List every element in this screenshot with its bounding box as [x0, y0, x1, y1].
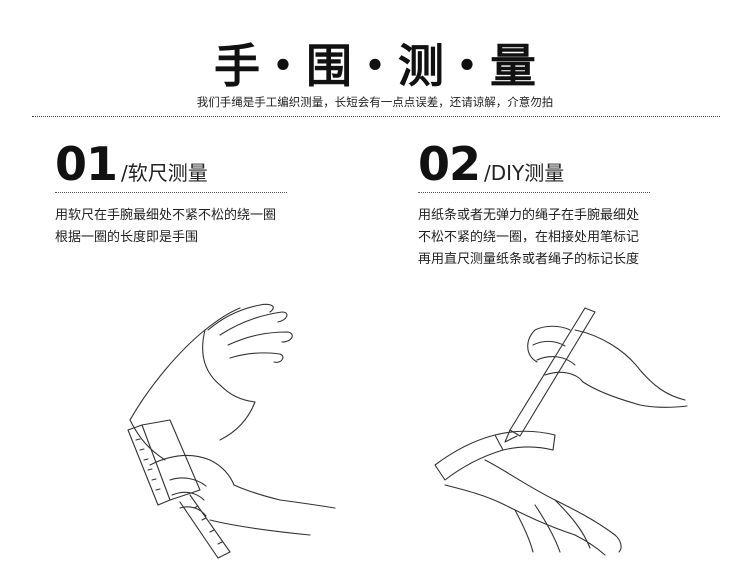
- section-divider: [55, 192, 287, 193]
- section-divider: [418, 192, 650, 193]
- description-line: 用纸条或者无弹力的绳子在手腕最细处: [418, 208, 640, 223]
- description-line: 不松不紧的绕一圈，在相接处用笔标记: [418, 230, 640, 245]
- section-heading: 02 /DIY测量: [418, 140, 708, 188]
- description-line: 用软尺在手腕最细处不紧不松的绕一圈: [55, 208, 277, 223]
- section-soft-tape: 01 /软尺测量 用软尺在手腕最细处不紧不松的绕一圈 根据一圈的长度即是手围: [55, 140, 345, 249]
- section-label: /DIY测量: [484, 161, 565, 185]
- description-line: 根据一圈的长度即是手围: [55, 230, 199, 245]
- section-label: /软尺测量: [121, 161, 208, 185]
- page-subtitle: 我们手绳是手工编织测量，长短会有一点点误差，还请谅解，介意勿拍: [196, 95, 554, 109]
- description-line: 再用直尺测量纸条或者绳子的标记长度: [418, 252, 640, 267]
- hand-pen-paper-strip-illustration: [425, 290, 695, 565]
- section-number: 02: [418, 137, 481, 191]
- section-diy: 02 /DIY测量 用纸条或者无弹力的绳子在手腕最细处 不松不紧的绕一圈，在相接…: [418, 140, 708, 271]
- section-heading: 01 /软尺测量: [55, 140, 345, 188]
- page-title: 手・围・测・量: [214, 39, 536, 93]
- section-number: 01: [55, 137, 118, 191]
- hand-measuring-tape-illustration: [110, 290, 340, 565]
- section-description: 用纸条或者无弹力的绳子在手腕最细处 不松不紧的绕一圈，在相接处用笔标记 再用直尺…: [418, 205, 708, 271]
- top-divider: [32, 116, 720, 117]
- section-description: 用软尺在手腕最细处不紧不松的绕一圈 根据一圈的长度即是手围: [55, 205, 345, 249]
